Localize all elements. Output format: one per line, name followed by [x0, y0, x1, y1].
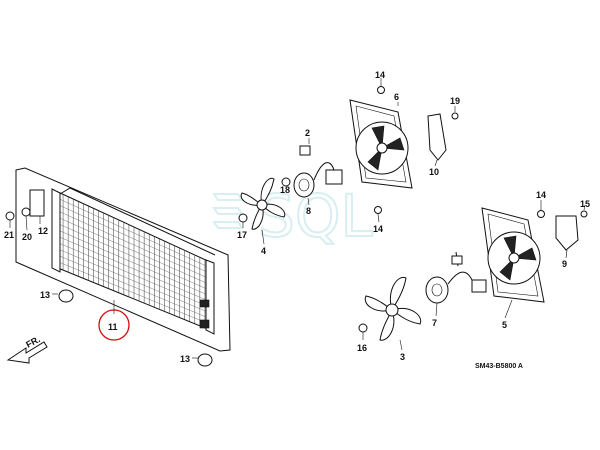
callout-21: 21 — [4, 230, 14, 240]
callout-18: 18 — [280, 185, 290, 195]
callout-4: 4 — [261, 246, 266, 256]
callout-14-top: 14 — [375, 70, 385, 80]
fan-motor-7[interactable] — [425, 251, 487, 304]
cushion-13-lower-left[interactable] — [58, 289, 74, 303]
callout-16: 16 — [357, 343, 367, 353]
callout-3: 3 — [400, 352, 405, 362]
washer-20[interactable] — [21, 207, 31, 217]
fan-shroud-6[interactable] — [349, 99, 413, 189]
bolt-16[interactable] — [358, 323, 368, 333]
callout-2: 2 — [305, 128, 310, 138]
callout-13-left: 13 — [40, 290, 50, 300]
condenser-fitting-upper — [199, 299, 210, 308]
bolt-15[interactable] — [580, 210, 588, 218]
small-fan-4[interactable] — [240, 177, 286, 230]
callout-15: 15 — [580, 199, 590, 209]
callout-6: 6 — [394, 92, 399, 102]
callout-8: 8 — [306, 206, 311, 216]
callout-20: 20 — [22, 232, 32, 242]
fan-shroud-5[interactable] — [481, 207, 545, 303]
watermark-logo-icon — [212, 193, 244, 229]
callout-5: 5 — [502, 320, 507, 330]
bolt-14-right[interactable] — [537, 210, 545, 218]
diagram-code: SM43-B5800 A — [475, 363, 523, 370]
fan-motor-8[interactable] — [293, 162, 343, 198]
front-direction-arrow: FR. — [6, 334, 48, 364]
callout-14-right: 14 — [536, 190, 546, 200]
cushion-13-bottom[interactable] — [197, 353, 213, 367]
callout-11: 11 — [108, 322, 118, 332]
callout-9: 9 — [562, 259, 567, 269]
watermark-text: SQL — [258, 182, 373, 250]
bolt-19[interactable] — [451, 112, 459, 120]
condenser-fins — [57, 194, 211, 328]
condenser-fitting — [199, 319, 210, 329]
callout-10: 10 — [429, 167, 439, 177]
callout-19: 19 — [450, 96, 460, 106]
callout-labels: 2 3 4 5 6 7 8 9 10 11 12 13 13 14 14 14 … — [4, 70, 590, 364]
callout-17: 17 — [237, 230, 247, 240]
watermark: SQL — [212, 181, 374, 251]
bracket-10[interactable] — [427, 113, 447, 161]
condenser-frame-outline — [15, 167, 231, 352]
bracket-9[interactable] — [555, 215, 579, 251]
bolt-14-top[interactable] — [377, 86, 385, 94]
callout-7: 7 — [432, 318, 437, 328]
bolt-14-middle[interactable] — [374, 206, 382, 214]
bolt-21[interactable] — [5, 211, 15, 221]
condenser-top-rail — [59, 187, 216, 256]
callout-14-middle: 14 — [373, 224, 383, 234]
grommet-18[interactable] — [281, 177, 291, 187]
condenser-group — [5, 167, 231, 367]
nut-2[interactable] — [299, 145, 311, 156]
callout-13-bottom: 13 — [180, 354, 190, 364]
callout-12: 12 — [38, 226, 48, 236]
bolt-17[interactable] — [238, 213, 248, 223]
receiver-dryer-bracket-12[interactable] — [29, 189, 45, 217]
leader-lines — [9, 78, 586, 359]
condenser-left-tank — [51, 188, 61, 273]
large-fan-3[interactable] — [364, 276, 422, 341]
